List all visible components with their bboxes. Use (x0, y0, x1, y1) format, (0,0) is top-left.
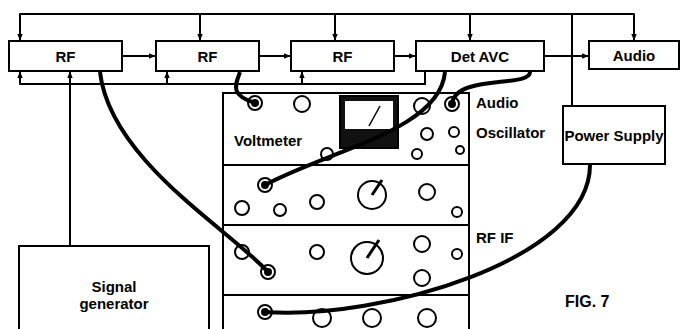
panel-label: Oscillator (474, 124, 547, 141)
signal-line (20, 72, 425, 84)
signal-line (545, 55, 588, 57)
block-box: Power Supply (562, 105, 666, 165)
instrument-panel: VoltmeterAudioOscillatorRF IF (222, 92, 470, 329)
signal-line (260, 55, 290, 57)
figure-number: FIG. 7 (565, 293, 609, 311)
signal-line (123, 55, 155, 57)
test-cable (265, 72, 445, 185)
panel-label: RF IF (474, 229, 516, 246)
test-cable (265, 165, 590, 313)
block-label: RF (333, 48, 353, 65)
signal-line (302, 72, 425, 84)
signal-line (395, 55, 415, 57)
block-label: Signal generator (64, 278, 164, 312)
block-label: Audio (613, 47, 656, 64)
block-label: Det AVC (451, 48, 509, 65)
panel-label: Voltmeter (232, 132, 304, 149)
block-box: Audio (588, 40, 680, 70)
test-cable (236, 72, 255, 103)
test-cable (100, 72, 268, 272)
block-box: RF (155, 40, 260, 72)
block-box: Signal generator (18, 245, 210, 329)
block-box: RF (290, 40, 395, 72)
block-label: RF (198, 48, 218, 65)
block-label: RF (56, 48, 76, 65)
block-box: Det AVC (415, 40, 545, 72)
block-box: RF (8, 40, 123, 72)
panel-label: Audio (474, 94, 521, 111)
block-label: Power Supply (564, 127, 663, 144)
signal-line (69, 72, 71, 245)
signal-line (167, 72, 425, 84)
